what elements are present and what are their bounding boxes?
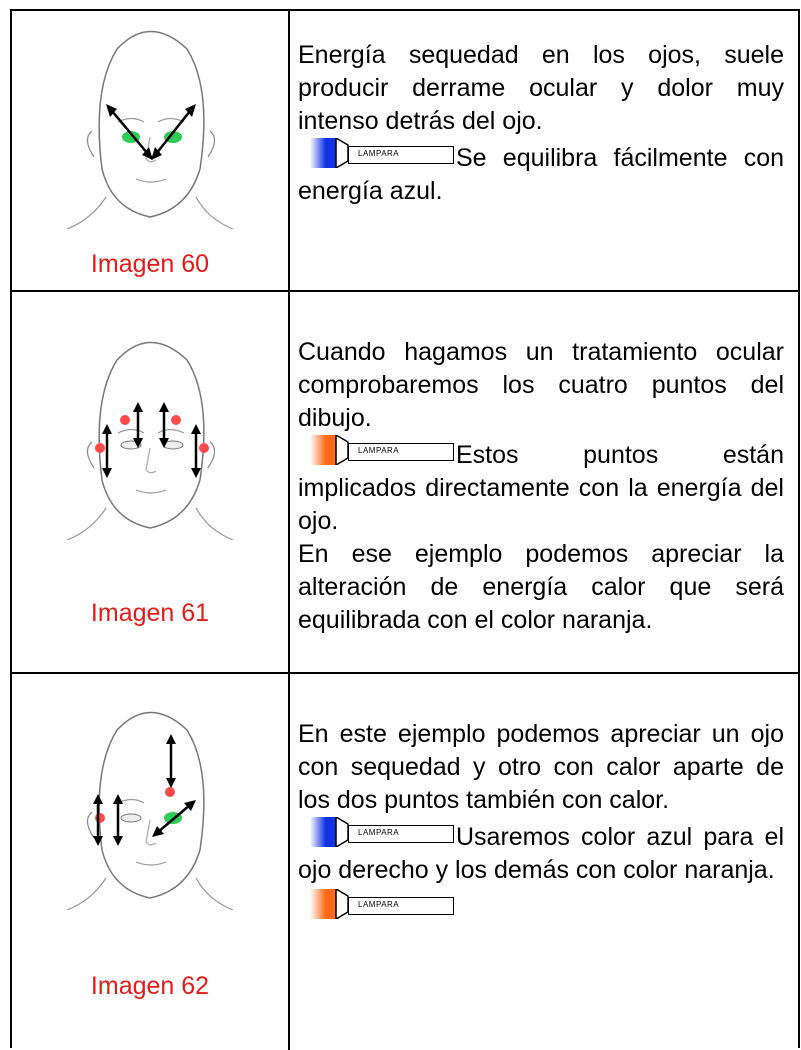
face-illustration (66, 341, 234, 540)
image-caption: Imagen 60 (90, 250, 210, 278)
description-paragraph: Cuando hagamos un tratamiento ocular com… (298, 338, 784, 432)
lamp-icon: LAMPARA (310, 817, 456, 847)
column-divider (288, 292, 290, 672)
lamp-label: LAMPARA (358, 900, 400, 909)
image-cell: Imagen 61 (12, 292, 288, 672)
description-text: Energía sequedad en los ojos, suele prod… (298, 39, 784, 208)
table-row: Imagen 60 Energía sequedad en los ojos, … (12, 11, 798, 292)
face-illustration (66, 711, 234, 910)
lamp-text: Usaremos color azul para el ojo derecho … (298, 823, 784, 884)
lamp-paragraph: LAMPARA Usaremos color azul para el ojo … (298, 817, 784, 887)
description-paragraph: Energía sequedad en los ojos, suele prod… (298, 41, 784, 135)
image-cell: Imagen 62 (12, 674, 288, 1050)
description-paragraph: En ese ejemplo podemos apreciar la alter… (298, 540, 784, 634)
lamp-label: LAMPARA (358, 828, 400, 837)
image-caption: Imagen 61 (90, 599, 210, 627)
lamp-icon: LAMPARA (310, 138, 456, 168)
description-text: Cuando hagamos un tratamiento ocular com… (298, 336, 784, 637)
lamp-icon: LAMPARA (310, 435, 456, 465)
description-paragraph: En este ejemplo podemos apreciar un ojo … (298, 720, 784, 814)
face-illustration (66, 30, 234, 229)
lamp-label: LAMPARA (358, 149, 400, 158)
lamp-icon: LAMPARA (310, 889, 456, 919)
column-divider (288, 11, 290, 290)
column-divider (288, 674, 290, 1050)
lamp-paragraph: LAMPARA Se equilibra fácilmente con ener… (298, 138, 784, 208)
lamp-paragraph: LAMPARA (298, 889, 784, 926)
table-row: Imagen 62 En este ejemplo podemos apreci… (12, 674, 798, 1050)
lamp-label: LAMPARA (358, 446, 400, 455)
lamp-text: Se equilibra fácilmente con energía azul… (298, 144, 784, 205)
content-table: Imagen 60 Energía sequedad en los ojos, … (10, 9, 800, 1050)
lamp-text: Estos puntos están implicados directamen… (298, 441, 784, 535)
description-text: En este ejemplo podemos apreciar un ojo … (298, 718, 784, 926)
table-row: Imagen 61 Cuando hagamos un tratamiento … (12, 292, 798, 674)
image-cell: Imagen 60 (12, 11, 288, 290)
lamp-paragraph: LAMPARA Estos puntos están implicados di… (298, 435, 784, 538)
image-caption: Imagen 62 (90, 972, 210, 1000)
